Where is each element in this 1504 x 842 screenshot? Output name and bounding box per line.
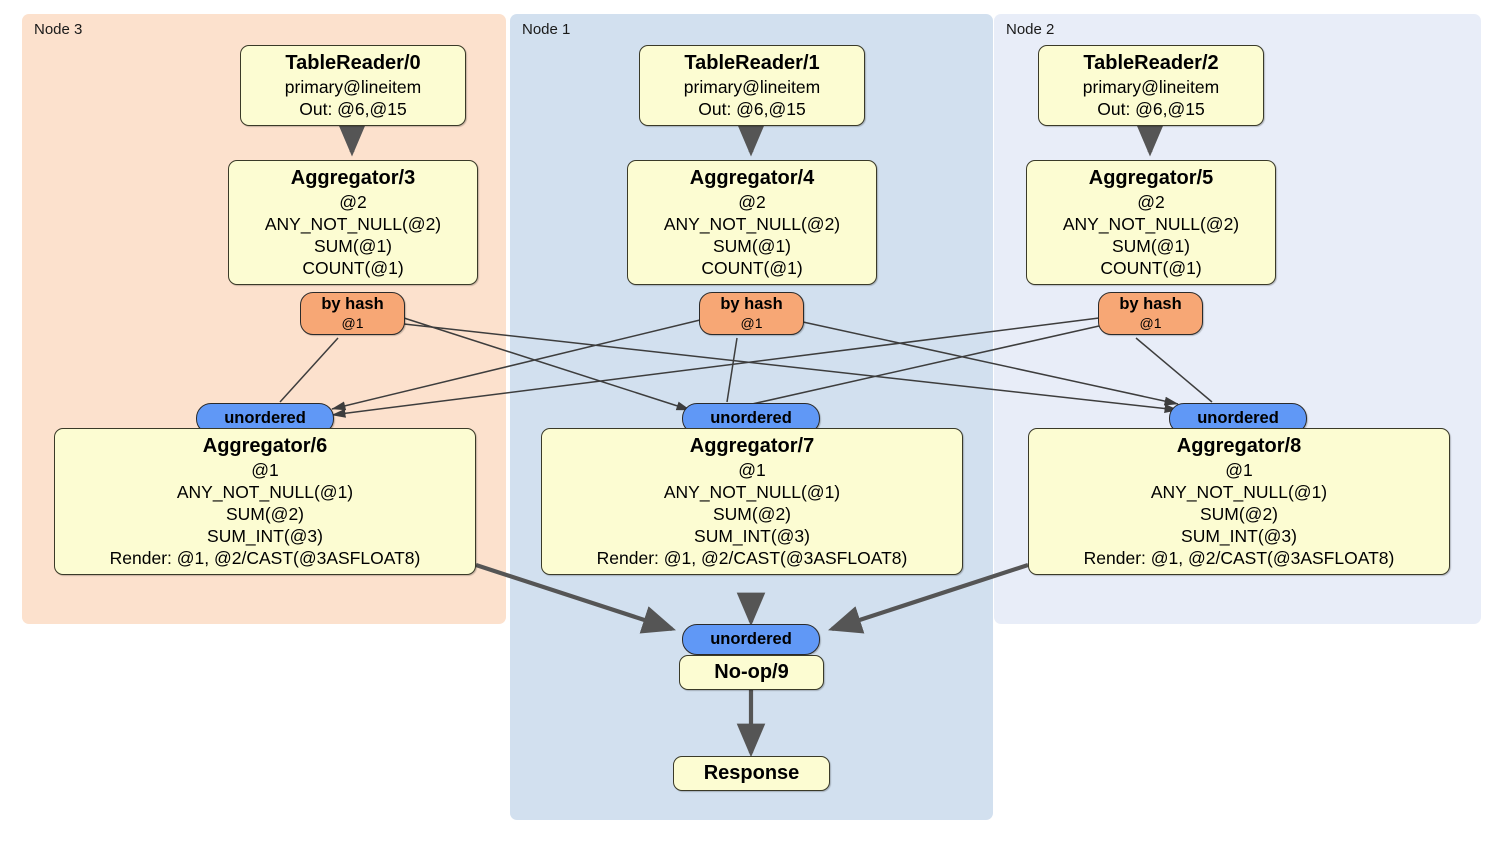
node-panel-label-node3: Node 3 <box>34 21 83 38</box>
processor-detail-line: Render: @1, @2/CAST(@3ASFLOAT8) <box>109 548 421 569</box>
processor-title: Aggregator/4 <box>689 167 815 189</box>
processor-aggregator4[interactable]: Aggregator/4 @2 ANY_NOT_NULL(@2) SUM(@1)… <box>627 160 877 286</box>
processor-aggregator7[interactable]: Aggregator/7 @1 ANY_NOT_NULL(@1) SUM(@2)… <box>541 428 963 576</box>
processor-detail-line: @1 <box>1225 460 1253 480</box>
processor-detail-line: COUNT(@1) <box>1100 258 1202 279</box>
processor-detail-line: SUM(@1) <box>313 236 393 257</box>
processor-response[interactable]: Response <box>673 756 830 791</box>
processor-title: Aggregator/3 <box>290 167 416 189</box>
processor-detail-line: Render: @1, @2/CAST(@3ASFLOAT8) <box>596 548 908 569</box>
processor-detail-line: ANY_NOT_NULL(@2) <box>1062 214 1240 235</box>
processor-title: TableReader/2 <box>1083 52 1219 74</box>
processor-detail-line: primary@lineitem <box>683 77 821 97</box>
processor-noop9[interactable]: No-op/9 <box>679 655 824 690</box>
processor-detail-line: @1 <box>738 460 766 480</box>
processor-detail-line: SUM_INT(@3) <box>207 526 323 547</box>
processor-detail-line: COUNT(@1) <box>701 258 803 279</box>
processor-detail-line: primary@lineitem <box>284 77 422 97</box>
processor-detail-line: @2 <box>1137 192 1165 212</box>
node-panel-label-node2: Node 2 <box>1006 21 1055 38</box>
processor-detail-line: ANY_NOT_NULL(@1) <box>663 482 841 503</box>
router-subtitle: @1 <box>740 314 763 331</box>
processor-aggregator5[interactable]: Aggregator/5 @2 ANY_NOT_NULL(@2) SUM(@1)… <box>1026 160 1276 286</box>
processor-aggregator8[interactable]: Aggregator/8 @1 ANY_NOT_NULL(@1) SUM(@2)… <box>1028 428 1450 576</box>
router-by-hash-3[interactable]: by hash @1 <box>300 292 405 336</box>
router-by-hash-5[interactable]: by hash @1 <box>1098 292 1203 336</box>
processor-tablereader1[interactable]: TableReader/1 primary@lineitem Out: @6,@… <box>639 45 865 127</box>
router-subtitle: @1 <box>341 314 364 331</box>
processor-detail-line: ANY_NOT_NULL(@1) <box>176 482 354 503</box>
processor-detail-line: @2 <box>339 192 367 212</box>
processor-detail-line: ANY_NOT_NULL(@2) <box>264 214 442 235</box>
router-title: by hash <box>1119 295 1182 313</box>
processor-title: Response <box>703 762 800 784</box>
processor-detail-line: SUM(@2) <box>712 504 792 525</box>
processor-detail-line: SUM(@2) <box>225 504 305 525</box>
processor-aggregator6[interactable]: Aggregator/6 @1 ANY_NOT_NULL(@1) SUM(@2)… <box>54 428 476 576</box>
processor-detail-line: SUM_INT(@3) <box>1181 526 1297 547</box>
processor-title: Aggregator/8 <box>1176 435 1302 457</box>
processor-title: No-op/9 <box>714 661 789 683</box>
processor-detail-line: @1 <box>251 460 279 480</box>
processor-detail-line: SUM_INT(@3) <box>694 526 810 547</box>
processor-detail-line: Out: @6,@15 <box>698 99 806 120</box>
processor-title: Aggregator/7 <box>689 435 815 457</box>
router-by-hash-4[interactable]: by hash @1 <box>699 292 804 336</box>
processor-detail-line: ANY_NOT_NULL(@1) <box>1150 482 1328 503</box>
processor-tablereader2[interactable]: TableReader/2 primary@lineitem Out: @6,@… <box>1038 45 1264 127</box>
processor-detail-line: ANY_NOT_NULL(@2) <box>663 214 841 235</box>
processor-tablereader0[interactable]: TableReader/0 primary@lineitem Out: @6,@… <box>240 45 466 127</box>
processor-detail-line: SUM(@1) <box>712 236 792 257</box>
processor-detail-line: Render: @1, @2/CAST(@3ASFLOAT8) <box>1083 548 1395 569</box>
processor-title: TableReader/1 <box>684 52 820 74</box>
processor-detail-line: SUM(@2) <box>1199 504 1279 525</box>
router-title: by hash <box>321 295 384 313</box>
processor-title: Aggregator/6 <box>202 435 328 457</box>
processor-detail-line: SUM(@1) <box>1111 236 1191 257</box>
processor-detail-line: COUNT(@1) <box>302 258 404 279</box>
processor-detail-line: primary@lineitem <box>1082 77 1220 97</box>
processor-detail-line: Out: @6,@15 <box>1097 99 1205 120</box>
synchronizer-unordered-9[interactable]: unordered <box>682 624 820 656</box>
node-panel-label-node1: Node 1 <box>522 21 571 38</box>
processor-detail-line: @2 <box>738 192 766 212</box>
router-title: by hash <box>720 295 783 313</box>
processor-title: Aggregator/5 <box>1088 167 1214 189</box>
processor-aggregator3[interactable]: Aggregator/3 @2 ANY_NOT_NULL(@2) SUM(@1)… <box>228 160 478 286</box>
processor-detail-line: Out: @6,@15 <box>299 99 407 120</box>
router-subtitle: @1 <box>1139 314 1162 331</box>
processor-title: TableReader/0 <box>285 52 421 74</box>
